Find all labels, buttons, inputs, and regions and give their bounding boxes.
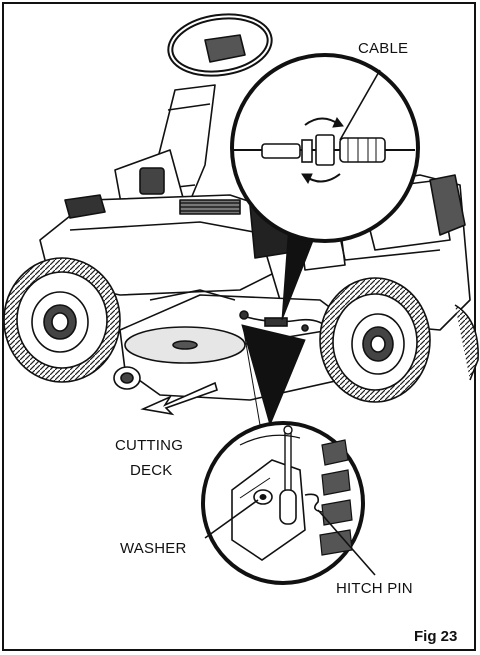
figure-caption: Fig 23	[414, 628, 458, 645]
hitch-pin-label: HITCH PIN	[336, 580, 413, 597]
cable-callout	[230, 53, 420, 321]
washer-label: WASHER	[120, 540, 187, 557]
cutting-deck-label-line2: DECK	[130, 462, 173, 479]
front-wheel	[3, 257, 121, 383]
cutting-deck	[113, 289, 361, 401]
rear-wheel-far	[454, 304, 479, 381]
rear-wheel	[319, 277, 431, 403]
deck-direction-arrow	[140, 381, 218, 416]
cutting-deck-label-line1: CUTTING	[115, 437, 184, 454]
cable-label: CABLE	[358, 40, 409, 57]
hitch-callout	[201, 324, 376, 585]
